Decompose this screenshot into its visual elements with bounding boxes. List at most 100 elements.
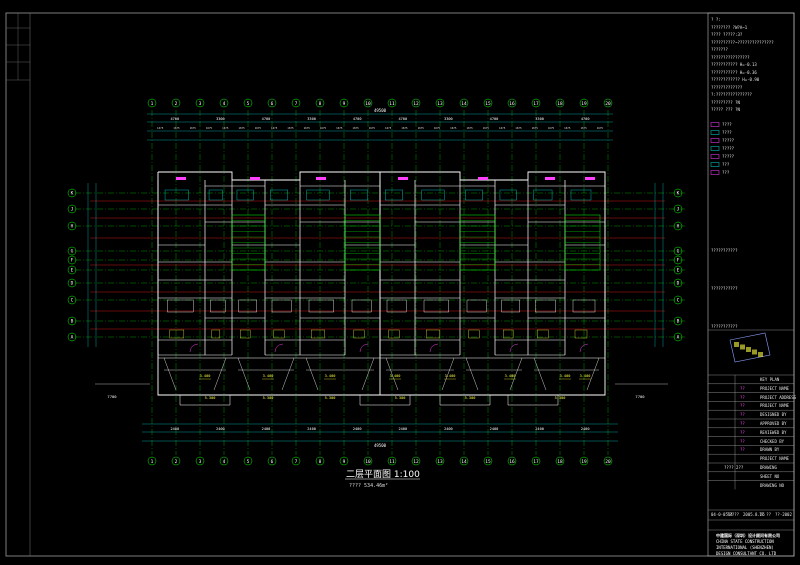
balcony-outline [359,395,411,406]
building-outline-west [157,171,381,396]
axis-bubble-bottom [339,456,349,466]
axis-bubble-top [387,98,397,108]
dimension-label-sub: 1675 [369,126,376,130]
window-mark [398,177,408,180]
dimension-label-sub: 1675 [401,126,408,130]
axis-bubble-top [243,98,253,108]
axis-letter-right: A [677,335,680,341]
dimension-label-sub: 1675 [304,126,311,130]
balcony-outline [439,395,491,406]
slab-dimension: 5.300 [263,396,274,400]
dimension-label-sub: 1675 [450,126,457,130]
level-mark: 3.400 [505,374,516,378]
table-label: PROJECT NAME [760,456,789,462]
axis-bubble-top [267,98,277,108]
room-fixture [306,189,330,201]
room-fixture [311,329,325,339]
axis-bubble-right [673,278,683,288]
title-block-note: ??????????? [711,248,738,253]
axis-number-bottom: 16 [509,459,515,465]
building-outline-east [380,171,606,396]
dimension-label-sub: 1675 [238,126,245,130]
footer-cell: ????? [727,512,740,517]
room-fixture [537,329,549,339]
dimension-label-top: 4700 [353,117,362,121]
room-fixture [271,299,292,313]
axis-bubble-bottom [243,456,253,466]
axis-bubble-bottom [171,456,181,466]
axis-letter-left: F [71,258,74,264]
axis-letter-right: C [677,298,680,304]
axis-number-top: 8 [319,101,322,107]
left-callout: 7700 [107,394,117,399]
axis-letter-left: C [71,298,74,304]
axis-number-top: 10 [365,101,371,107]
axis-number-bottom: 2 [175,459,178,465]
key-plan-block [758,352,763,357]
dimension-label-sub: 1675 [418,126,425,130]
level-mark: 3.400 [263,374,274,378]
axis-number-top: 20 [605,101,611,107]
slab-dimension: 5.300 [465,396,476,400]
total-dimension-bottom: 49500 [374,443,387,448]
title-block-frame [707,12,795,557]
axis-number-bottom: 8 [319,459,322,465]
dimension-label-top: 4700 [170,117,179,121]
dimension-label-bottom: 2400 [535,427,544,431]
area-note: ???? 534.46m² [349,483,389,489]
table-value: ?? [740,394,745,400]
title-block-row: ???????????????? [711,54,750,60]
dimension-label-sub: 1675 [287,126,294,130]
room-fixture [466,299,487,313]
legend-item: ????? [722,154,735,159]
axis-letter-right: B [677,319,680,325]
axis-bubble-right [673,204,683,214]
title-block-note: ??????????? [711,324,738,329]
table-label: REVIEWED BY [760,429,787,435]
door-swing [429,343,439,353]
footer-cell: ??-2002 [775,512,792,517]
dimension-label-bottom: 2400 [262,427,271,431]
terrace-diagonal [586,357,600,391]
axis-letter-left: D [71,281,74,287]
axis-bubble-top [291,98,301,108]
axis-bubble-left [67,316,77,326]
axis-bubble-top [531,98,541,108]
room-fixture [169,329,185,339]
dimension-label-sub: 1675 [548,126,555,130]
axis-number-top: 14 [461,101,467,107]
table-value: ?? [740,438,745,444]
axis-number-bottom: 15 [485,459,491,465]
table-label: APPROVED BY [760,421,787,426]
terrace-diagonal [213,357,227,391]
title-block-row: ????????? ?N [711,99,740,105]
axis-bubble-bottom [603,456,613,466]
dimension-label-sub: 1675 [271,126,278,130]
footer-cell: ?? ?? [759,512,772,517]
room-fixture [426,329,440,339]
slab-dimension: 5.300 [555,396,566,400]
axis-bubble-bottom [363,456,373,466]
axis-bubble-top [435,98,445,108]
table-label: DRAWN BY [760,447,780,453]
window-mark [316,177,326,180]
axis-number-top: 3 [199,101,202,107]
axis-bubble-left [67,204,77,214]
axis-bubble-top [147,98,157,108]
legend-item: ???? [722,122,732,127]
dimension-label-top: 4700 [581,117,590,121]
title-block-row: ??????????? H=-0.36 [711,69,757,75]
level-mark: 3.400 [200,374,211,378]
room-fixture [386,299,407,313]
slab-dimension: 5.300 [325,396,336,400]
axis-number-bottom: 3 [199,459,202,465]
terrace-diagonal [305,357,319,391]
axis-bubble-bottom [531,456,541,466]
dimension-label-top: 4700 [490,117,499,121]
axis-bubble-right [673,188,683,198]
dimension-label-sub: 1675 [597,126,604,130]
slab-dimension: 5.300 [205,396,216,400]
dimension-label-sub: 1675 [580,126,587,130]
door-swing [579,343,589,353]
room-fixture [167,299,194,313]
